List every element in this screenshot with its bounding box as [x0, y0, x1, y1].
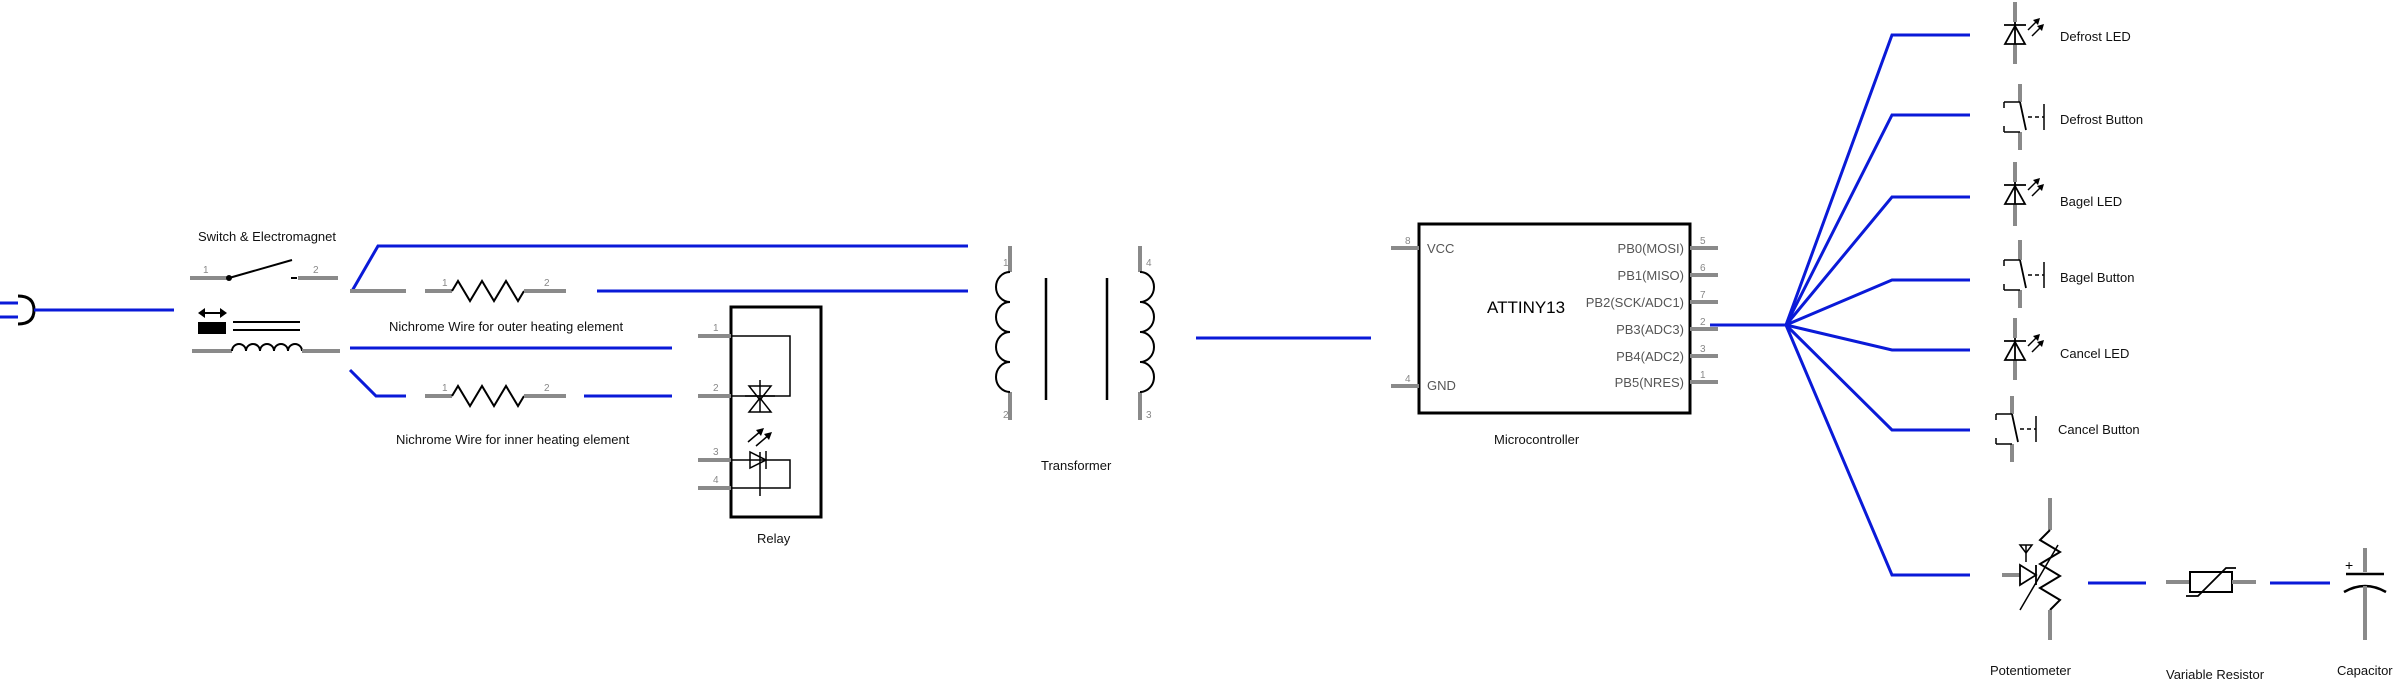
- mcu-pin-number: 6: [1700, 263, 1706, 274]
- cancel-button: Cancel Button: [1995, 396, 2140, 462]
- mcu-pin-label: PB2(SCK/ADC1): [1586, 295, 1684, 310]
- mcu-vcc-pin: 8: [1405, 236, 1411, 247]
- capacitor-plus-icon: +: [2345, 557, 2353, 573]
- mcu-chip-name: ATTINY13: [1487, 298, 1565, 317]
- outer-heating-resistor: 1 2 Nichrome Wire for outer heating elem…: [389, 278, 623, 334]
- power-plug-icon: [0, 294, 36, 326]
- mcu-pin-label: PB1(MISO): [1618, 268, 1684, 283]
- potentiometer: Potentiometer: [1990, 498, 2072, 678]
- transformer: 1 2 3 4 Transformer: [995, 246, 1155, 473]
- transformer-pin-2: 2: [1003, 410, 1009, 421]
- relay-pin-2: 2: [713, 383, 719, 394]
- mcu-pin-number: 5: [1700, 236, 1706, 247]
- mcu-pin-label: PB3(ADC3): [1616, 322, 1684, 337]
- relay-label: Relay: [757, 531, 791, 546]
- transformer-pin-3: 3: [1146, 410, 1152, 421]
- mcu-vcc-label: VCC: [1427, 241, 1454, 256]
- inner-res-pin-1: 1: [442, 383, 448, 394]
- mcu-pin-label: PB5(NRES): [1615, 375, 1684, 390]
- potentiometer-label: Potentiometer: [1990, 663, 2072, 678]
- switch-electromagnet-label: Switch & Electromagnet: [198, 229, 336, 244]
- switch-pin-1: 1: [203, 265, 209, 276]
- outer-res-pin-2: 2: [544, 278, 550, 289]
- transformer-pin-1: 1: [1003, 258, 1009, 269]
- wire-to-inner: [348, 368, 406, 398]
- mcu-gnd-pin: 4: [1405, 374, 1411, 385]
- transformer-label: Transformer: [1041, 458, 1112, 473]
- mcu-pin-number: 1: [1700, 370, 1706, 381]
- switch-electromagnet: Switch & Electromagnet 1 2: [190, 229, 340, 353]
- relay: 1 2 3 4 Relay: [698, 305, 823, 546]
- mcu-gnd-label: GND: [1427, 378, 1456, 393]
- cancel-led-label: Cancel LED: [2060, 346, 2129, 361]
- defrost-button-label: Defrost Button: [2060, 112, 2143, 127]
- bagel-led-label: Bagel LED: [2060, 194, 2122, 209]
- defrost-led-label: Defrost LED: [2060, 29, 2131, 44]
- cancel-button-label: Cancel Button: [2058, 422, 2140, 437]
- mcu-pin-number: 2: [1700, 317, 1706, 328]
- microcontroller: 8 4 VCC GND ATTINY13 PB0(MOSI) 5PB1(MISO)…: [1391, 222, 1718, 447]
- defrost-led: Defrost LED: [2003, 2, 2131, 64]
- capacitor: + Capacitor: [2337, 548, 2393, 678]
- outer-wire-label: Nichrome Wire for outer heating element: [389, 319, 623, 334]
- microcontroller-label: Microcontroller: [1494, 432, 1580, 447]
- variable-resistor: Variable Resistor: [2166, 567, 2265, 682]
- mcu-pin-label: PB4(ADC2): [1616, 349, 1684, 364]
- mcu-pin-label: PB0(MOSI): [1618, 241, 1684, 256]
- mcu-pin-number: 7: [1700, 290, 1706, 301]
- bagel-button: Bagel Button: [2003, 240, 2134, 308]
- relay-pin-1: 1: [713, 323, 719, 334]
- inner-heating-resistor: 1 2 Nichrome Wire for inner heating elem…: [396, 383, 630, 447]
- transformer-pin-4: 4: [1146, 258, 1152, 269]
- variable-resistor-label: Variable Resistor: [2166, 667, 2265, 682]
- bagel-led: Bagel LED: [2003, 162, 2122, 226]
- inner-wire-label: Nichrome Wire for inner heating element: [396, 432, 630, 447]
- inner-res-pin-2: 2: [544, 383, 550, 394]
- outer-res-pin-1: 1: [442, 278, 448, 289]
- fanout-wires: [1710, 33, 1970, 577]
- defrost-button: Defrost Button: [2003, 84, 2143, 150]
- relay-pin-4: 4: [713, 475, 719, 486]
- relay-pin-3: 3: [713, 447, 719, 458]
- wire-switch-top: [350, 244, 968, 292]
- mcu-pin-number: 3: [1700, 344, 1706, 355]
- capacitor-label: Capacitor: [2337, 663, 2393, 678]
- bagel-button-label: Bagel Button: [2060, 270, 2134, 285]
- switch-pin-2: 2: [313, 265, 319, 276]
- cancel-led: Cancel LED: [2003, 318, 2129, 380]
